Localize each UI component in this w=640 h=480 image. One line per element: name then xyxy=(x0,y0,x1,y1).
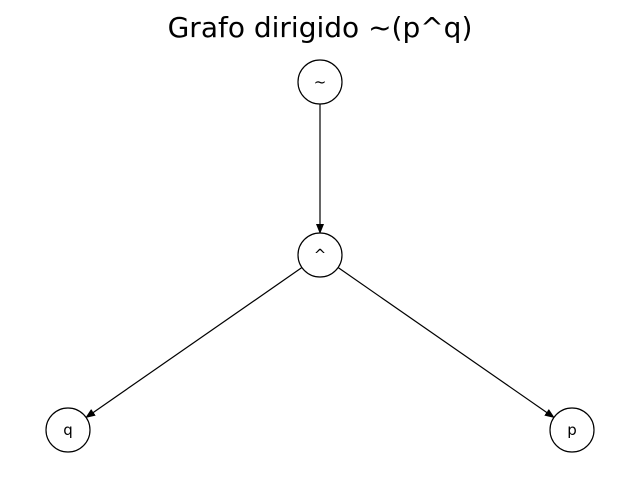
node-q: q xyxy=(45,407,91,453)
node-not: ~ xyxy=(297,59,343,105)
edges-layer xyxy=(85,104,555,419)
node-label-p: p xyxy=(567,421,577,439)
node-label-q: q xyxy=(63,421,73,439)
node-label-and: ^ xyxy=(314,246,327,264)
node-and: ^ xyxy=(297,232,343,278)
nodes-layer: ~ ^ q p xyxy=(45,59,595,453)
node-p: p xyxy=(549,407,595,453)
node-circle-q xyxy=(45,407,91,453)
node-circle-p xyxy=(549,407,595,453)
node-circle-and xyxy=(297,232,343,278)
edge-and-to-q xyxy=(85,267,303,419)
node-label-not: ~ xyxy=(314,73,327,91)
edge-and-to-p xyxy=(337,267,555,419)
node-circle-not xyxy=(297,59,343,105)
diagram-title: Grafo dirigido ~(p^q) xyxy=(167,11,473,44)
